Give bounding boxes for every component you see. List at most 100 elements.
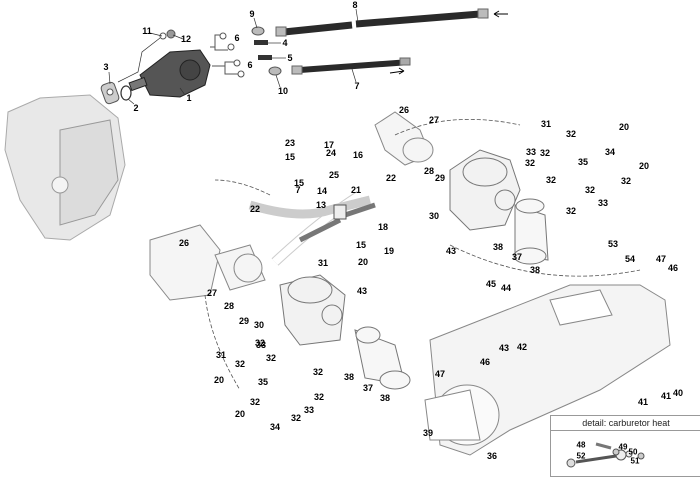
intake-manifold-left (149, 224, 266, 301)
callout-44: 44 (500, 283, 512, 293)
callout-35: 35 (257, 377, 269, 387)
fuel-pump-1 (128, 49, 211, 98)
callout-7: 7 (354, 81, 360, 91)
callout-38: 38 (343, 372, 355, 382)
carburetor-heat-linkage-art (566, 442, 645, 468)
callout-42: 42 (516, 342, 528, 352)
callout-30: 30 (253, 320, 265, 330)
callout-20: 20 (618, 122, 630, 132)
callout-10: 10 (277, 86, 289, 96)
callout-32: 32 (234, 359, 246, 369)
callout-33: 33 (525, 147, 537, 157)
intake-manifold-right (374, 111, 434, 166)
callout-36: 36 (486, 451, 498, 461)
fuel-hose-7 (291, 57, 411, 75)
callout-11: 11 (142, 26, 152, 36)
callout-32: 32 (254, 338, 266, 348)
callout-32: 32 (524, 158, 536, 168)
callout-20: 20 (638, 161, 650, 171)
fitting-5 (258, 55, 272, 60)
callout-27: 27 (428, 115, 440, 125)
callout-47: 47 (655, 254, 667, 264)
callout-6: 6 (247, 60, 253, 70)
callout-29: 29 (238, 316, 250, 326)
callout-25: 25 (328, 170, 340, 180)
callout-41: 41 (660, 391, 672, 401)
callout-15: 15 (293, 178, 305, 188)
callout-17: 17 (323, 140, 335, 150)
callout-54: 54 (624, 254, 636, 264)
callout-16: 16 (352, 150, 364, 160)
callout-45: 45 (485, 279, 497, 289)
transmission-housing (4, 94, 126, 241)
fitting-9 (251, 26, 265, 36)
callout-33: 33 (255, 340, 267, 350)
intake-boot-right (513, 198, 549, 265)
callout-14: 14 (316, 186, 328, 196)
callout-32: 32 (620, 176, 632, 186)
callout-28: 28 (223, 301, 235, 311)
detail-inset-carburetor-heat: detail: carburetor heat 48 49 50 51 52 (550, 415, 700, 477)
callout-37: 37 (511, 252, 523, 262)
callout-20: 20 (213, 375, 225, 385)
callout-34: 34 (604, 147, 616, 157)
callout-43: 43 (445, 246, 457, 256)
callout-15: 15 (284, 152, 296, 162)
fitting-4 (254, 40, 268, 45)
callout-26: 26 (178, 238, 190, 248)
callout-7: 7 (295, 185, 301, 195)
callout-23: 23 (284, 138, 296, 148)
callout-33: 33 (597, 198, 609, 208)
callout-13: 13 (315, 200, 327, 210)
callout-32: 32 (584, 185, 596, 195)
callout-6: 6 (234, 33, 240, 43)
callout-32: 32 (545, 175, 557, 185)
callout-43: 43 (498, 343, 510, 353)
vent-lines (204, 119, 641, 391)
callout-32: 32 (265, 353, 277, 363)
callout-33: 33 (303, 405, 315, 415)
callout-20: 20 (357, 257, 369, 267)
callout-27: 27 (206, 288, 218, 298)
callout-51: 51 (630, 456, 640, 466)
callout-29: 29 (434, 173, 446, 183)
callout-32: 32 (313, 392, 325, 402)
airbox (424, 284, 671, 456)
callout-43: 43 (356, 286, 368, 296)
callout-30: 30 (428, 211, 440, 221)
callout-31: 31 (317, 258, 329, 268)
callout-38: 38 (492, 242, 504, 252)
callout-24: 24 (325, 148, 337, 158)
callout-32: 32 (249, 397, 261, 407)
callout-47: 47 (434, 369, 446, 379)
callout-40: 40 (672, 388, 684, 398)
detail-inset-title: detail: carburetor heat (551, 416, 700, 431)
callout-32: 32 (290, 413, 302, 423)
callout-1: 1 (186, 93, 192, 103)
leader-lines (108, 8, 359, 105)
carburetor-right (449, 149, 521, 231)
fuel-rail (248, 190, 376, 266)
callout-19: 19 (383, 246, 395, 256)
callout-12: 12 (180, 34, 192, 44)
callout-39: 39 (422, 428, 434, 438)
callout-18: 18 (377, 222, 389, 232)
callout-46: 46 (667, 263, 679, 273)
callout-49: 49 (618, 442, 628, 452)
callout-4: 4 (282, 38, 288, 48)
callout-9: 9 (249, 9, 255, 19)
o-ring-2 (120, 85, 132, 101)
callout-50: 50 (628, 447, 638, 457)
callout-52: 52 (576, 451, 586, 461)
callout-26: 26 (398, 105, 410, 115)
callout-48: 48 (576, 440, 586, 450)
callout-31: 31 (215, 350, 227, 360)
callout-2: 2 (133, 103, 139, 113)
callout-38: 38 (379, 393, 391, 403)
o-rings-6 (210, 32, 245, 78)
callout-34: 34 (269, 422, 281, 432)
callout-15: 15 (355, 240, 367, 250)
callout-32: 32 (565, 206, 577, 216)
callout-21: 21 (350, 185, 362, 195)
callout-5: 5 (287, 53, 293, 63)
